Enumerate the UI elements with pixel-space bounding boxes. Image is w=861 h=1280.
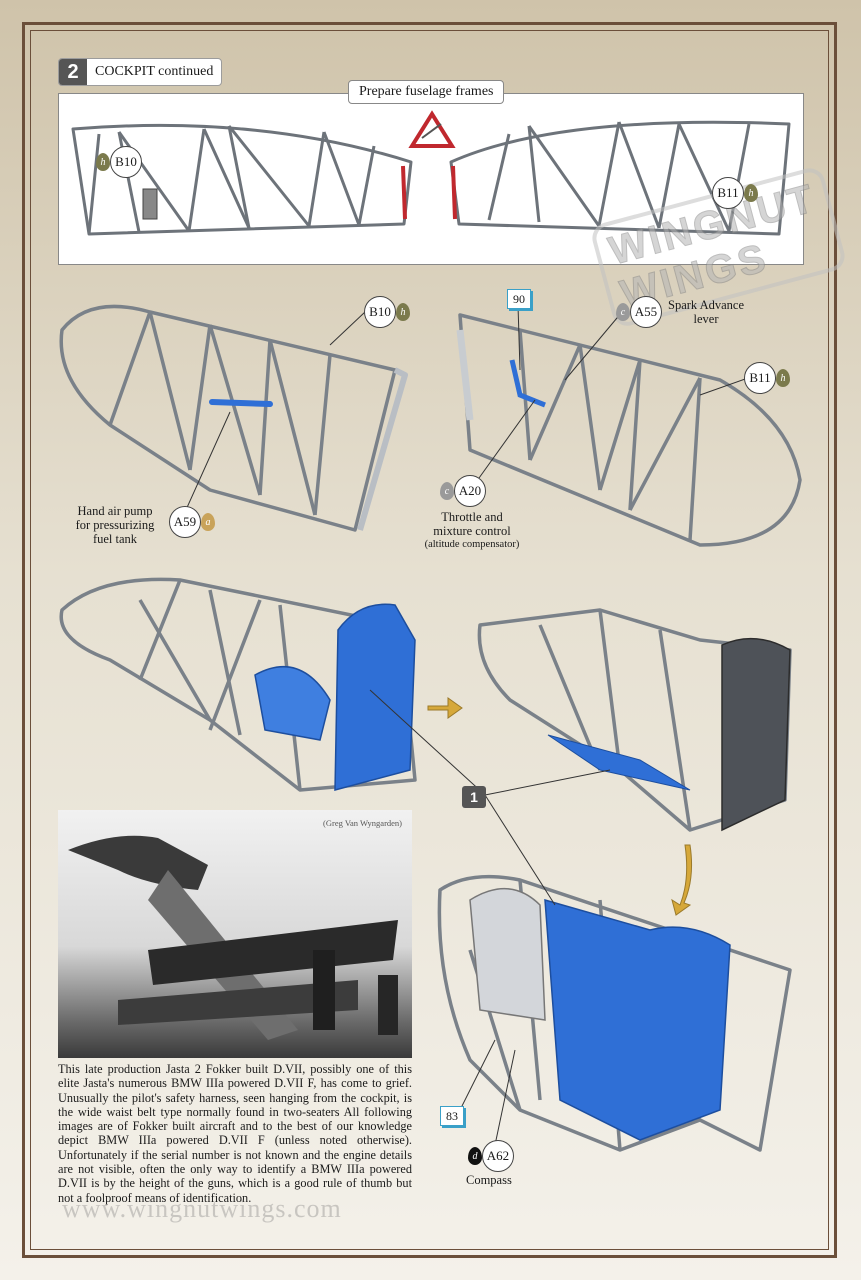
paint-drop-icon: a: [201, 513, 215, 531]
part-number: B11: [712, 177, 744, 209]
paint-drop-icon: d: [468, 1147, 482, 1165]
callout-b10-mid: B10 h: [364, 296, 410, 328]
fuselage-frames-drawing: [71, 110, 791, 236]
hand-air-pump-label: Hand air pump for pressurizing fuel tank: [75, 504, 155, 546]
historical-photo: (Greg Van Wyngarden): [58, 810, 412, 1058]
page-border-inner: [30, 30, 829, 1250]
throttle-label: Throttle and mixture control (altitude c…: [424, 510, 520, 550]
part-number: A59: [169, 506, 201, 538]
step-header: 2 COCKPIT continued: [58, 58, 223, 86]
step-title: COCKPIT continued: [95, 64, 214, 79]
paint-drop-icon: h: [96, 153, 110, 171]
callout-b11-mid: B11 h: [744, 362, 790, 394]
spark-advance-label: Spark Advance lever: [668, 298, 745, 326]
part-number: A55: [630, 296, 662, 328]
paint-drop-icon: h: [776, 369, 790, 387]
prepare-frames-label: Prepare fuselage frames: [348, 80, 505, 104]
website-watermark: www.wingnutwings.com: [62, 1194, 342, 1223]
callout-b11-top: B11 h: [712, 177, 758, 209]
photo-credit: (Greg Van Wyngarden): [323, 818, 402, 828]
fuselage-frames-panel: WINGNUT WINGS: [58, 93, 849, 330]
part-number: A20: [454, 475, 486, 507]
step-number: 2: [59, 59, 87, 85]
callout-a20: c A20: [440, 475, 486, 507]
ref-83: 83: [440, 1106, 464, 1126]
part-number: B11: [744, 362, 776, 394]
crashed-aircraft-photo: [68, 835, 398, 1040]
callout-a62: d A62: [468, 1140, 514, 1172]
part-number: B10: [110, 146, 142, 178]
callout-b10-top: h B10: [96, 146, 142, 178]
paint-drop-icon: h: [744, 184, 758, 202]
sub-step-1: 1: [462, 786, 486, 808]
callout-a59: A59 a: [169, 506, 215, 538]
paint-drop-icon: c: [616, 303, 630, 321]
photo-caption: This late production Jasta 2 Fokker buil…: [58, 1062, 412, 1205]
part-number: A62: [482, 1140, 514, 1172]
part-number: B10: [364, 296, 396, 328]
ref-90: 90: [507, 289, 531, 309]
compass-label: Compass: [466, 1173, 512, 1187]
paint-drop-icon: c: [440, 482, 454, 500]
callout-a55: c A55: [616, 296, 662, 328]
paint-drop-icon: h: [396, 303, 410, 321]
page-border-outer: [22, 22, 837, 1258]
